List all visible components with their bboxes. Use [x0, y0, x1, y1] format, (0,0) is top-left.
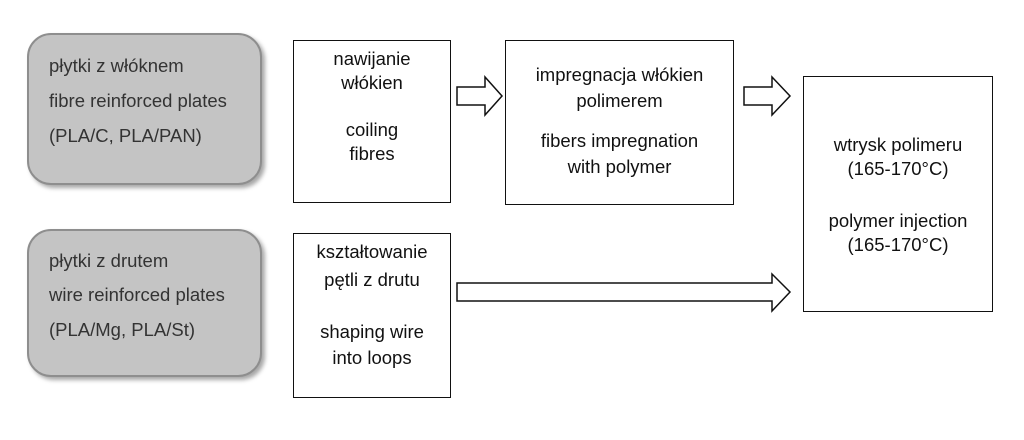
injection-label-en-2: (165-170°C) [847, 234, 949, 255]
fibre-plates-materials: (PLA/C, PLA/PAN) [49, 125, 202, 146]
coiling-label-pl-1: nawijanie [333, 48, 411, 69]
wire-plates-node: płytki z drutem wire reinforced plates (… [27, 229, 262, 377]
shaping-label-pl-1: kształtowanie [316, 241, 428, 262]
arrow-shaping-to-injection [456, 272, 792, 313]
arrow-impregnation-to-injection [743, 75, 792, 117]
shaping-label-pl-2: pętli z drutu [324, 269, 420, 290]
shaping-label-en-1: shaping wire [320, 321, 424, 342]
injection-label-pl-2: (165-170°C) [847, 158, 949, 179]
fibre-plates-label-en: fibre reinforced plates [49, 90, 227, 111]
polymer-injection-node: wtrysk polimeru (165-170°C) polymer inje… [803, 76, 993, 312]
coiling-label-pl-2: włókien [341, 72, 403, 93]
coiling-label-en-2: fibres [349, 143, 395, 164]
shaping-label-en-2: into loops [332, 347, 412, 368]
wire-plates-materials: (PLA/Mg, PLA/St) [49, 319, 195, 340]
fibre-plates-label-pl: płytki z włóknem [49, 55, 184, 76]
injection-label-pl-1: wtrysk polimeru [833, 134, 963, 155]
arrow-coiling-to-impregnation [456, 75, 504, 117]
coiling-fibres-node: nawijanie włókien coiling fibres [293, 40, 451, 203]
injection-label-en-1: polymer injection [828, 210, 968, 231]
impregnation-node: impregnacja włókien polimerem fibers imp… [505, 40, 734, 205]
shaping-wire-node: kształtowanie pętli z drutu shaping wire… [293, 233, 451, 398]
coiling-label-en-1: coiling [345, 119, 399, 140]
fibre-plates-node: płytki z włóknem fibre reinforced plates… [27, 33, 262, 185]
impregnation-label-pl-1: impregnacja włókien [535, 64, 704, 85]
impregnation-label-en-1: fibers impregnation [540, 130, 699, 151]
impregnation-label-pl-2: polimerem [576, 90, 663, 111]
wire-plates-label-en: wire reinforced plates [49, 284, 225, 305]
impregnation-label-en-2: with polymer [567, 156, 672, 177]
wire-plates-label-pl: płytki z drutem [49, 250, 169, 271]
